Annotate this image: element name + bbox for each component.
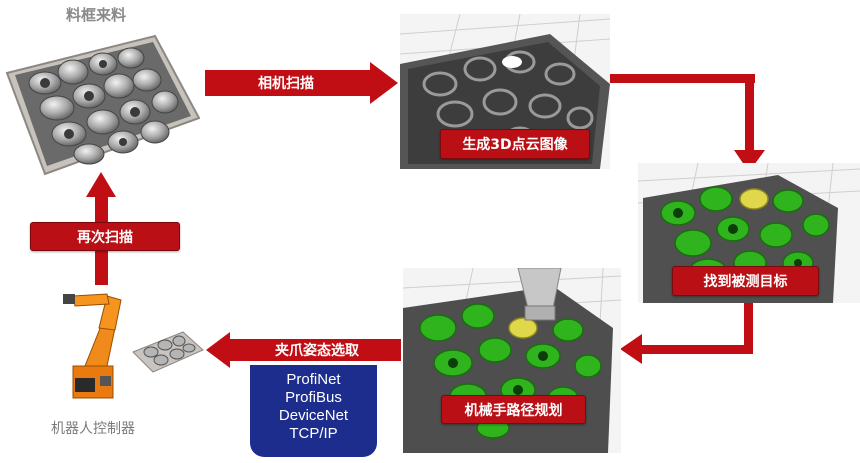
bin-title: 料框来料	[66, 6, 127, 24]
robot-image	[63, 293, 204, 399]
path-planning-panel	[403, 268, 621, 453]
robot-caption: 机器人控制器	[51, 421, 135, 437]
arrow-grip-pose	[206, 332, 401, 368]
arrow-to-find-target	[610, 74, 765, 172]
protocol-item: ProfiBus	[285, 389, 342, 406]
find-target-label: 找到被测目标	[672, 266, 819, 296]
rescan-label: 再次扫描	[30, 222, 180, 251]
pointcloud-label: 生成3D点云图像	[440, 129, 590, 159]
parts-bin-image	[5, 34, 200, 176]
path-planning-label: 机械手路径规划	[441, 395, 586, 424]
protocols-box: ProfiNet ProfiBus DeviceNet TCP/IP	[250, 365, 377, 457]
scan-label: 相机扫描	[258, 76, 314, 92]
protocol-item: DeviceNet	[278, 407, 349, 424]
arrow-scan	[205, 62, 398, 104]
grip-pose-label: 夹爪姿态选取	[275, 343, 359, 359]
protocol-item: ProfiNet	[286, 371, 341, 388]
protocol-item: TCP/IP	[289, 425, 338, 442]
arrow-to-path-planning	[620, 300, 753, 364]
